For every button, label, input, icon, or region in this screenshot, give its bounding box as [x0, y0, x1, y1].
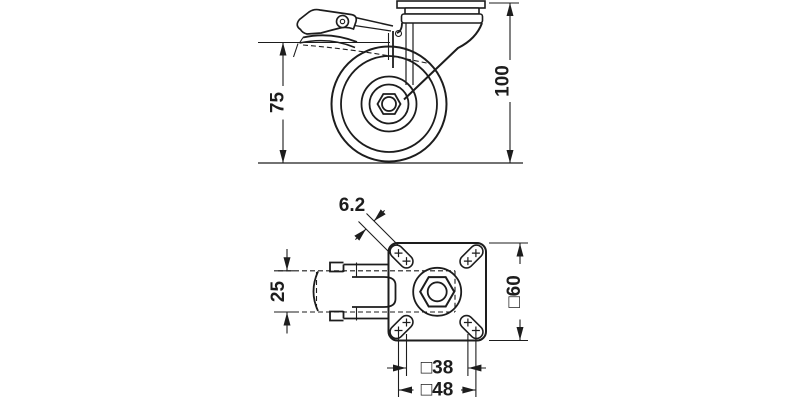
dimension-wheel-width: 25 [268, 249, 294, 334]
dimension-bolt-outer: □48 [397, 334, 477, 400]
side-view: 75 100 [258, 0, 523, 164]
dimension-label-75: 75 [268, 92, 289, 114]
swivel-hub [412, 266, 463, 317]
slot-hole-bottom-right [459, 314, 484, 340]
dimension-label-38: □38 [421, 358, 454, 379]
hub-hex-nut [419, 276, 456, 308]
dimension-bolt-inner: □38 [387, 334, 486, 379]
dimension-label-6-2: 6.2 [339, 195, 365, 216]
dimension-plate-size: □60 [489, 242, 528, 342]
hole-position-crosses [394, 249, 480, 335]
dimension-hole-width: 6.2 [339, 195, 400, 255]
swivel-housing-flange [404, 7, 480, 15]
slot-hole-bottom-left [389, 314, 414, 340]
slot-hole-top-right [459, 244, 484, 269]
dimension-label-60: □60 [504, 275, 525, 308]
wheel-outline [330, 45, 448, 163]
slot-hole-top-left [389, 244, 414, 269]
swivel-housing-shoulder [400, 13, 484, 24]
plan-view: 6.2 25 □60 □38 [268, 195, 528, 400]
dimension-label-48: □48 [421, 380, 454, 400]
mounting-plate-side [396, 0, 486, 9]
screw-slots [389, 244, 484, 340]
dimension-wheel-diameter: 75 [268, 42, 289, 163]
dimension-label-25: 25 [268, 281, 289, 303]
dimension-overall-height: 100 [489, 2, 519, 163]
dimension-label-100: 100 [493, 65, 514, 97]
wheel-edge-arc [312, 271, 319, 312]
swivel-arc-dashed [302, 44, 430, 65]
brake-pedal [292, 8, 394, 58]
swivel-fork [387, 22, 483, 101]
